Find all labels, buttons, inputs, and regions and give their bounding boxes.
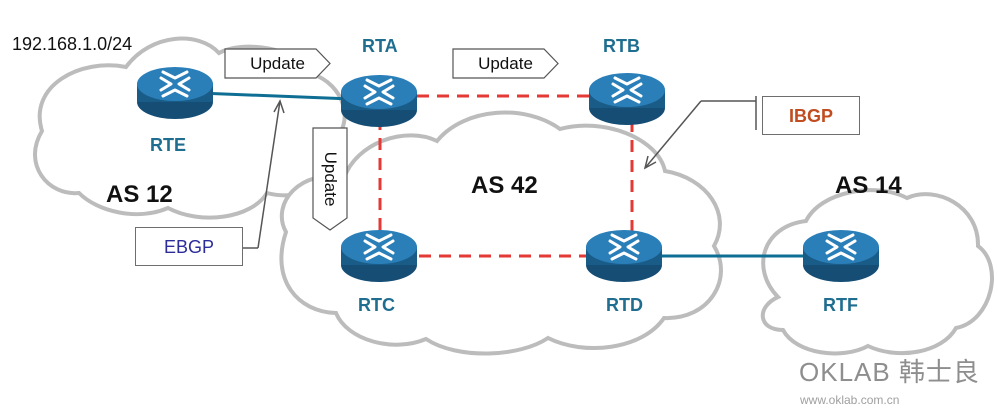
watermark-brand: OKLAB 韩士良: [799, 357, 980, 387]
router-icon: [589, 73, 665, 125]
router-icon: [803, 230, 879, 282]
cloud-icon: [760, 188, 994, 356]
update-callout-top: Update: [452, 48, 559, 79]
subnet-label: 192.168.1.0/24: [12, 34, 133, 54]
router-label-rtf: RTF: [823, 295, 858, 315]
callout-arrow-icon: [241, 99, 285, 265]
as-label-42: AS 42: [471, 172, 538, 199]
update-callout-vertical: Update: [312, 127, 348, 231]
router-icon: [341, 75, 417, 127]
ebgp-label: EBGP: [135, 227, 243, 266]
update-arrow-shape: [452, 48, 559, 79]
as-label-14: AS 14: [835, 172, 902, 199]
router-label-rtc: RTC: [358, 295, 395, 315]
update-label-left: Update: [250, 53, 305, 73]
router-icon: [137, 67, 213, 119]
update-arrow-shape: [224, 48, 331, 79]
router-label-rtb: RTB: [603, 36, 640, 56]
router-label-rte: RTE: [150, 135, 186, 155]
router-icon: [341, 230, 417, 282]
update-label-top: Update: [478, 53, 533, 73]
watermark-site: www.oklab.com.cn: [800, 393, 900, 407]
router-icon: [586, 230, 662, 282]
router-label-rta: RTA: [362, 36, 398, 56]
update-label-vertical: Update: [321, 151, 340, 207]
update-callout-left: Update: [224, 48, 331, 79]
ibgp-label: IBGP: [762, 96, 860, 135]
as-label-12: AS 12: [106, 181, 173, 208]
update-arrow-shape: [312, 127, 348, 231]
cloud-icon: [279, 110, 723, 356]
callout-arrow-icon: [643, 96, 757, 170]
router-label-rtd: RTD: [606, 295, 643, 315]
